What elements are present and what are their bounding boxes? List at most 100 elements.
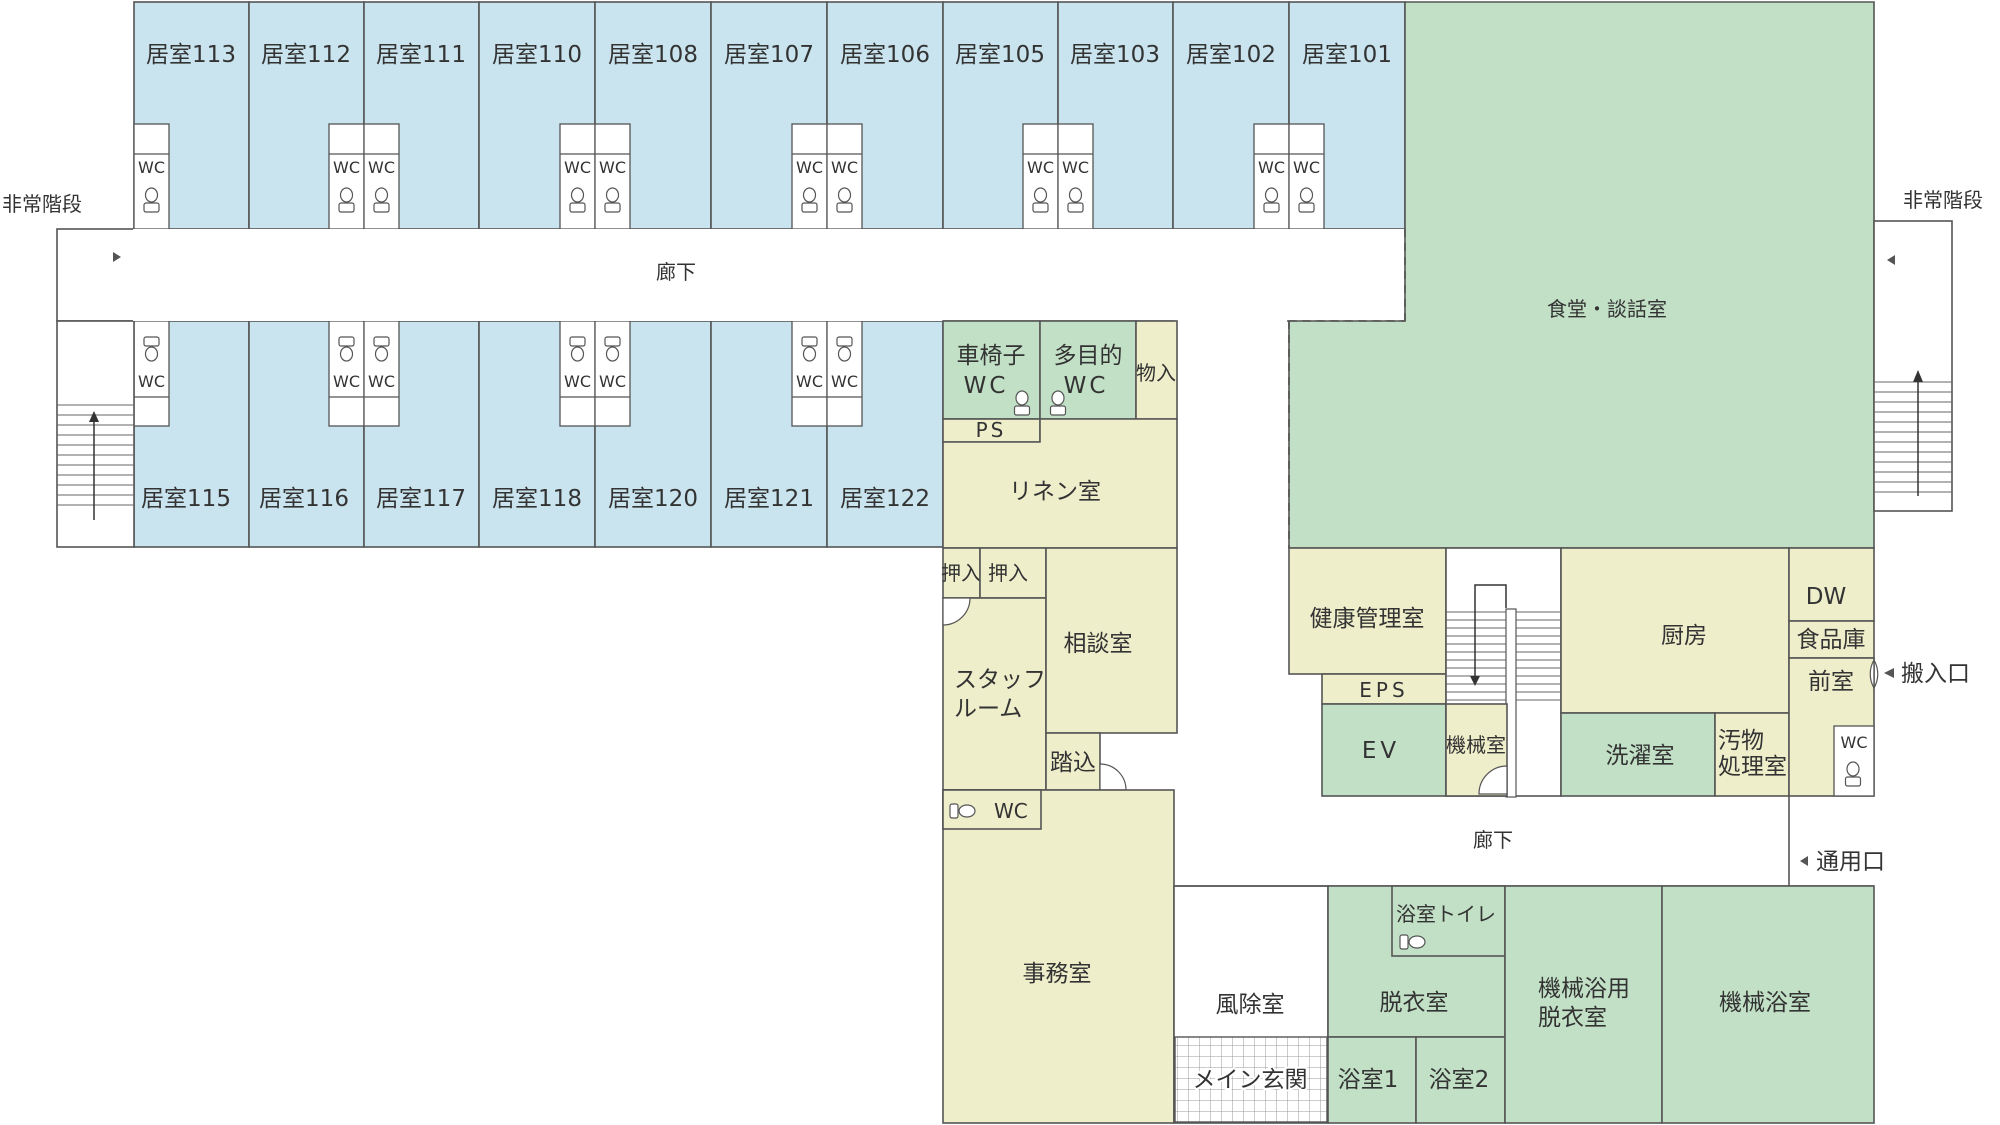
wc-unit bbox=[1253, 123, 1290, 230]
delivery-entrance-label: 搬入口 bbox=[1901, 661, 1970, 687]
soiled-utility-room bbox=[1714, 712, 1790, 797]
south-room-row bbox=[133, 320, 944, 548]
stair-arrowhead bbox=[1470, 676, 1480, 686]
west-stairs bbox=[56, 228, 135, 548]
toilet-icon bbox=[949, 803, 976, 819]
machine-room-label: 機械室 bbox=[1446, 733, 1506, 757]
door-swing-icon bbox=[1478, 765, 1508, 795]
main-entrance-label: メイン玄関 bbox=[1193, 1067, 1308, 1093]
wc-unit bbox=[791, 123, 828, 230]
stair-arrow bbox=[1474, 584, 1507, 682]
room-112-label: 居室112 bbox=[261, 42, 351, 68]
step-in-label: 踏込 bbox=[1050, 750, 1096, 776]
dw-label: DW bbox=[1806, 584, 1846, 610]
stair-arrowhead bbox=[1913, 370, 1923, 382]
north-room-labels: 居室113 居室112 居室111 居室110 居室108 居室107 居室10… bbox=[146, 42, 1392, 68]
room-117-label: 居室117 bbox=[376, 486, 466, 512]
wc-unit bbox=[363, 320, 400, 427]
staff-room-label-2: ルーム bbox=[954, 696, 1022, 722]
ps-label: PS bbox=[976, 418, 1007, 442]
office-wc-label-overlay: WC bbox=[994, 799, 1028, 823]
windbreak-label: 風除室 bbox=[1216, 992, 1285, 1018]
room-108-label: 居室108 bbox=[608, 42, 698, 68]
wc-unit bbox=[791, 320, 828, 427]
closet-1-label: 押入 bbox=[941, 561, 981, 585]
dw bbox=[1788, 547, 1875, 622]
office bbox=[942, 789, 1175, 1124]
room-106-label: 居室106 bbox=[840, 42, 930, 68]
stair-treads bbox=[1446, 611, 1561, 701]
east-stairs bbox=[1873, 220, 1953, 512]
consultation-label: 相談室 bbox=[1064, 631, 1133, 657]
room-107-label: 居室107 bbox=[724, 42, 814, 68]
wc-unit bbox=[363, 123, 400, 230]
mech-changing-label-1: 機械浴用 bbox=[1538, 976, 1630, 1002]
laundry-room bbox=[1560, 712, 1716, 797]
wheelchair-wc-label-1: 車椅子 bbox=[957, 343, 1026, 369]
bath-1 bbox=[1327, 1036, 1417, 1124]
wc-unit bbox=[1022, 123, 1059, 230]
kitchen-label: 厨房 bbox=[1661, 623, 1707, 649]
room-120-label: 居室120 bbox=[608, 486, 698, 512]
staff-room bbox=[942, 597, 1047, 791]
storage-label: 物入 bbox=[1136, 361, 1176, 385]
corridor-north bbox=[134, 229, 1405, 321]
wc-unit bbox=[826, 123, 863, 230]
food-storage bbox=[1788, 620, 1875, 659]
wc-unit bbox=[133, 320, 170, 427]
stair-treads bbox=[1874, 381, 1952, 493]
mech-bath-changing bbox=[1504, 885, 1663, 1124]
food-storage-label: 食品庫 bbox=[1797, 627, 1866, 653]
emergency-stairs-right-label: 非常階段 bbox=[1903, 188, 1983, 212]
mech-bath bbox=[1661, 885, 1875, 1124]
stair-arrowhead bbox=[89, 411, 99, 422]
wc-unit bbox=[559, 123, 596, 230]
wc-unit bbox=[594, 320, 631, 427]
kitchen-wc-label: WC bbox=[1841, 733, 1868, 752]
office-label: 事務室 bbox=[1023, 961, 1092, 987]
corridor-north-label: 廊下 bbox=[656, 260, 696, 284]
wc-unit bbox=[328, 123, 365, 230]
room-121-label: 居室121 bbox=[724, 486, 814, 512]
direction-arrow-icon bbox=[1887, 255, 1895, 265]
wc-unit bbox=[826, 320, 863, 427]
elevator-label: EV bbox=[1362, 738, 1400, 764]
wc-unit bbox=[594, 123, 631, 230]
laundry-label: 洗濯室 bbox=[1606, 743, 1675, 769]
room-113-label: 居室113 bbox=[146, 42, 236, 68]
wc-unit bbox=[1057, 123, 1094, 230]
room-103-label: 居室103 bbox=[1070, 42, 1160, 68]
stair-treads bbox=[57, 404, 134, 506]
door-swing-icon bbox=[1099, 763, 1127, 791]
toilet-icon bbox=[1399, 934, 1426, 950]
elevator bbox=[1321, 703, 1447, 797]
service-entrance-label: 通用口 bbox=[1816, 849, 1885, 875]
south-room-labels: 居室115 居室116 居室117 居室118 居室120 居室121 居室12… bbox=[141, 486, 930, 512]
wc-unit bbox=[559, 320, 596, 427]
corridor-south-label: 廊下 bbox=[1473, 828, 1513, 852]
emergency-stairs-left-label: 非常階段 bbox=[2, 192, 82, 216]
soiled-label-1: 汚物 bbox=[1718, 728, 1764, 754]
room-116-label: 居室116 bbox=[259, 486, 349, 512]
dining-label: 食堂・談話室 bbox=[1547, 297, 1667, 321]
direction-arrow-icon bbox=[1800, 856, 1808, 866]
wc-unit bbox=[133, 123, 170, 230]
direction-arrow-icon bbox=[1884, 668, 1894, 678]
linen-label: リネン室 bbox=[1009, 479, 1101, 505]
mech-changing-label-2: 脱衣室 bbox=[1538, 1005, 1607, 1031]
room-101-label: 居室101 bbox=[1302, 42, 1392, 68]
mech-bath-label: 機械浴室 bbox=[1719, 990, 1811, 1016]
anteroom-label: 前室 bbox=[1808, 669, 1854, 695]
kitchen-wc bbox=[1833, 725, 1875, 797]
changing-room-label: 脱衣室 bbox=[1380, 990, 1449, 1016]
multipurpose-wc-label-1: 多目的 bbox=[1054, 343, 1123, 369]
closet-2-label: 押入 bbox=[988, 561, 1028, 585]
door-swing-icon bbox=[942, 597, 971, 626]
health-room-label: 健康管理室 bbox=[1310, 606, 1425, 632]
step-in bbox=[1045, 732, 1101, 791]
consultation-room bbox=[1045, 547, 1178, 734]
anteroom bbox=[1788, 657, 1875, 797]
wheelchair-wc-label-2: WC bbox=[964, 373, 1009, 399]
wc-unit bbox=[1288, 123, 1325, 230]
